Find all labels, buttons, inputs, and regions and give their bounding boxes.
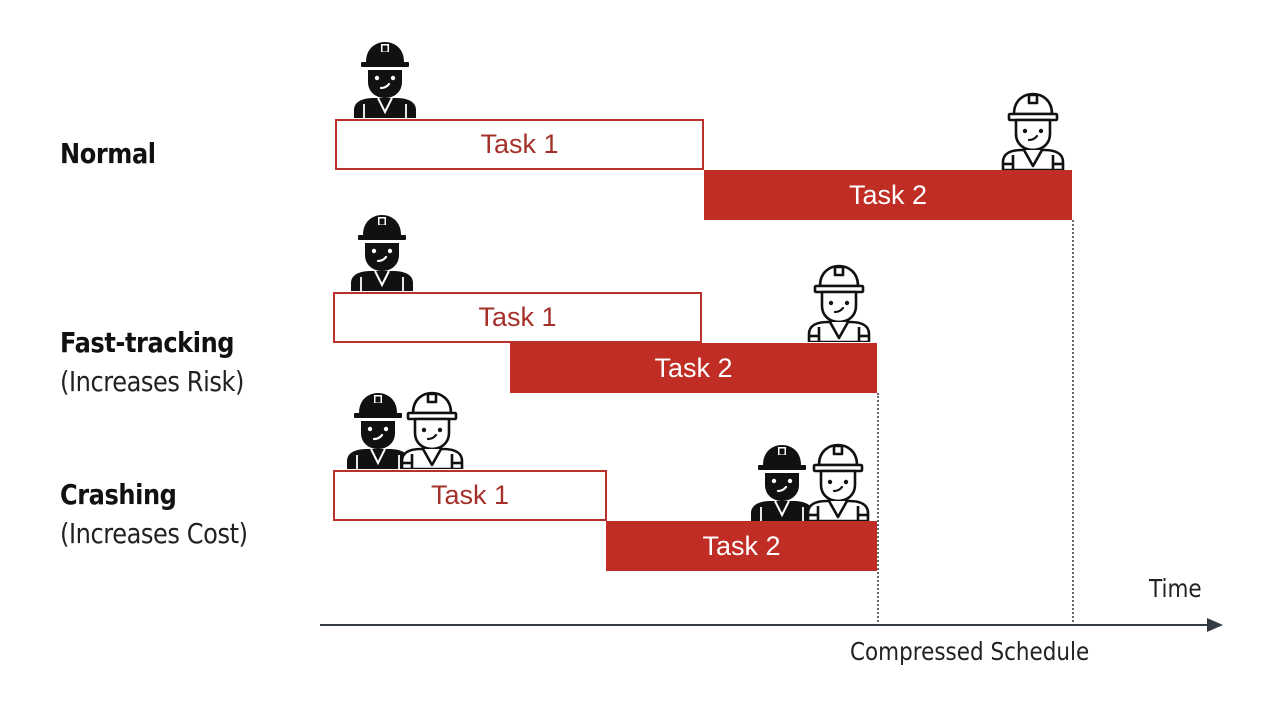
row-title: Normal [60, 137, 156, 170]
task-label: Task 1 [478, 302, 557, 332]
normal-task-1-bar: Task 1 [335, 119, 704, 170]
task-label: Task 2 [654, 352, 733, 383]
crashing-task-2-bar: Task 2 [606, 521, 877, 571]
compressed-end-guide-line [877, 393, 879, 622]
task-label: Task 1 [480, 129, 559, 159]
worker-light-icon [399, 391, 465, 469]
row-subtitle: (Increases Cost) [60, 517, 248, 550]
time-axis-line [320, 624, 1210, 626]
row-title: Fast-tracking [60, 326, 235, 359]
row-label-crashing: Crashing (Increases Cost) [60, 478, 278, 550]
worker-light-icon [806, 264, 872, 342]
normal-end-guide-line [1072, 220, 1074, 622]
row-title: Crashing [60, 478, 177, 511]
worker-dark-icon [352, 40, 418, 118]
compressed-schedule-label: Compressed Schedule [850, 637, 1090, 666]
row-label-fast-tracking: Fast-tracking (Increases Risk) [60, 326, 274, 398]
worker-light-icon [1000, 92, 1066, 170]
normal-task-2-bar: Task 2 [704, 170, 1072, 220]
row-label-normal: Normal [60, 137, 171, 170]
fast-tracking-task-2-bar: Task 2 [510, 343, 877, 393]
task-label: Task 2 [848, 179, 928, 210]
fast-tracking-task-1-bar: Task 1 [333, 292, 702, 343]
task-label: Task 2 [702, 530, 781, 561]
crashing-task-1-bar: Task 1 [333, 470, 607, 521]
time-axis-arrow-icon [1207, 618, 1223, 632]
task-label: Task 1 [430, 480, 510, 510]
worker-dark-icon [349, 213, 415, 291]
time-axis-label: Time [1149, 574, 1202, 603]
row-subtitle: (Increases Risk) [60, 365, 244, 398]
worker-light-icon [805, 443, 871, 521]
